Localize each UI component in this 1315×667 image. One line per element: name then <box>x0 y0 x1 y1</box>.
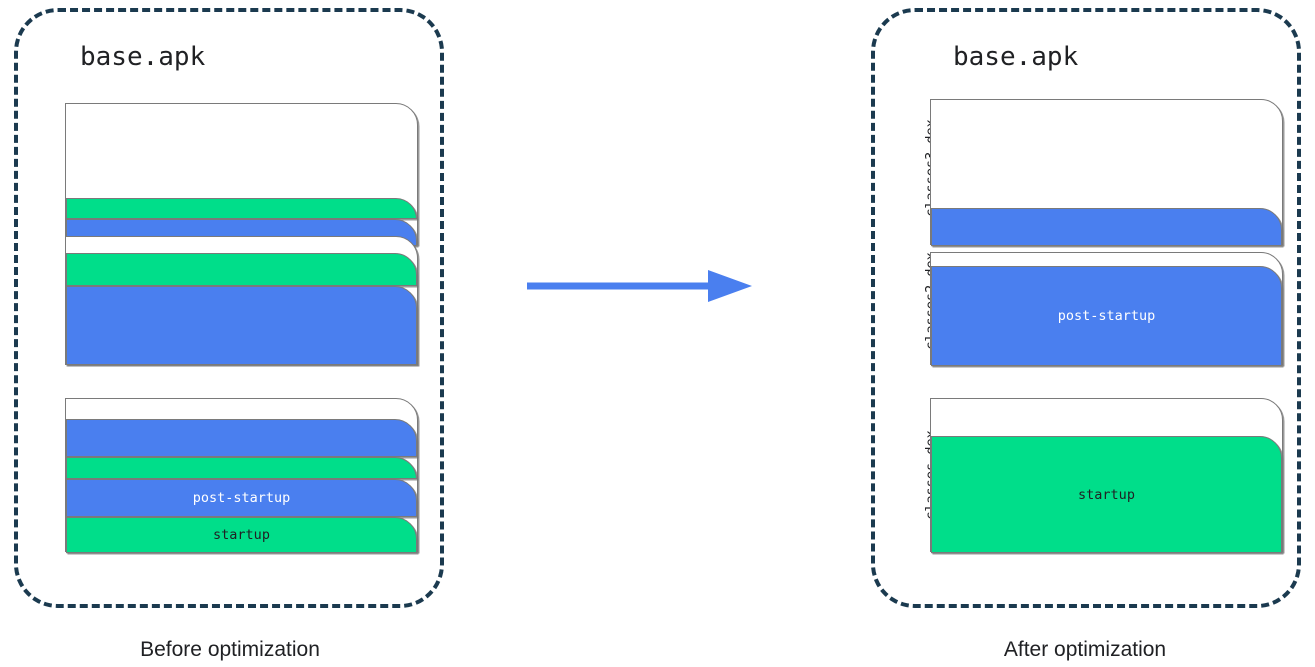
layer-label: post-startup <box>1057 308 1156 324</box>
dex-box-before-classes3 <box>65 103 418 246</box>
layer-before-classes-post-startup-1 <box>66 419 417 457</box>
layer-label: startup <box>213 527 270 543</box>
apk-title-before: base.apk <box>80 42 206 72</box>
layer-before-classes2-post-startup <box>66 286 417 365</box>
layer-label: post-startup <box>192 490 291 506</box>
caption-before: Before optimization <box>140 638 320 661</box>
dex-box-before-classes: post-startup startup <box>65 398 418 553</box>
layer-label: startup <box>1078 486 1135 503</box>
dex-box-before-classes2 <box>65 236 418 365</box>
dex-box-after-classes2: post-startup <box>930 252 1283 366</box>
layer-before-classes-post-startup-2: post-startup <box>66 479 417 517</box>
apk-title-after: base.apk <box>953 42 1079 72</box>
layer-before-classes-startup-1 <box>66 457 417 479</box>
dex-box-after-classes: startup <box>930 398 1283 553</box>
dex-box-after-classes3 <box>930 99 1283 246</box>
transition-arrow <box>520 262 755 310</box>
layer-after-classes2-post-startup: post-startup <box>931 266 1282 366</box>
arrow-right-icon <box>527 270 752 302</box>
layer-before-classes-startup-2: startup <box>66 517 417 553</box>
layer-before-classes2-startup <box>66 253 417 286</box>
layer-before-classes3-startup <box>66 198 417 219</box>
caption-after: After optimization <box>1003 638 1167 661</box>
layer-after-classes3-post-startup <box>931 208 1282 246</box>
layer-after-classes-startup: startup <box>931 436 1282 553</box>
